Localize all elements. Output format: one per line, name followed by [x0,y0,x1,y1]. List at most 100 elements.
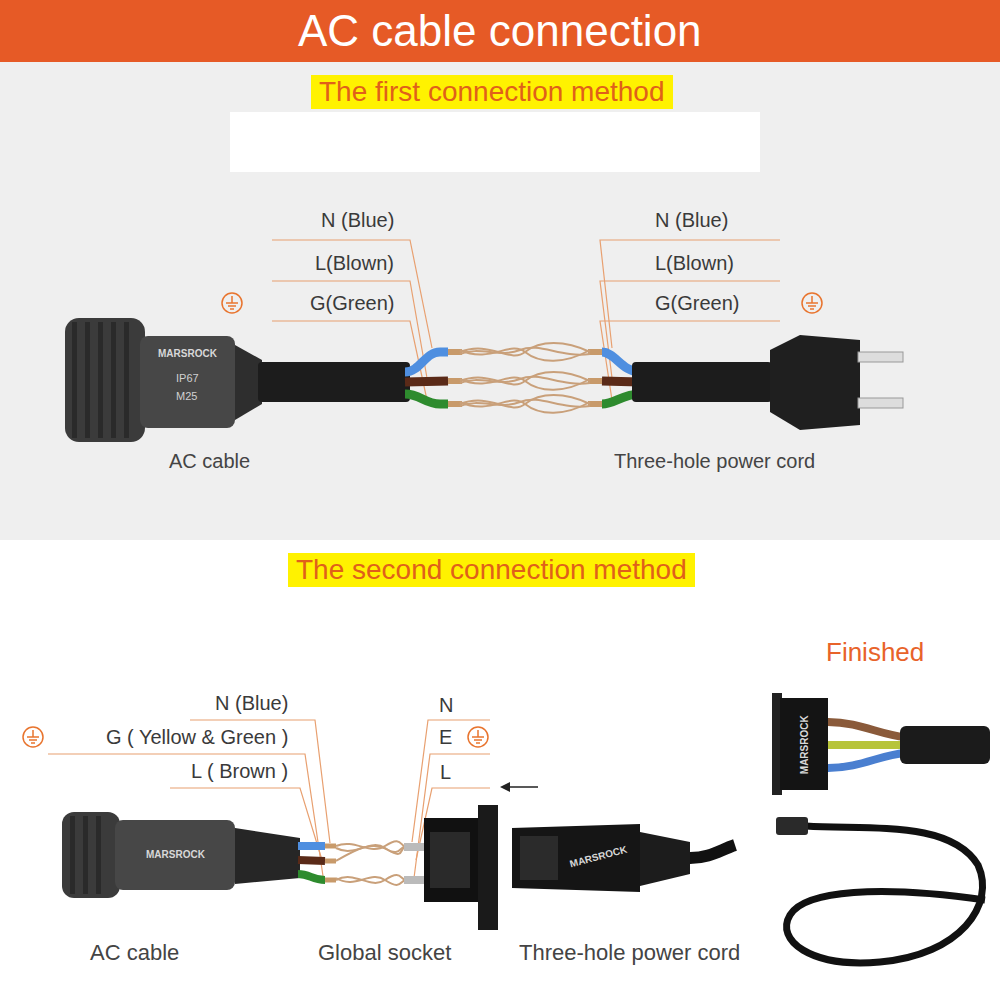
plug-body [770,335,860,430]
copper-strand [460,348,590,355]
method-heading: The first connection method [319,76,665,108]
blank-panel [230,112,760,172]
copper-strand [336,846,405,861]
brown-wire [298,860,325,861]
ground-bar [29,739,37,741]
upper-ground [0,62,1000,540]
copper-strand [460,400,590,407]
twisted-copper [460,343,590,413]
socket-flange [478,805,498,930]
wire-label: L(Blown) [315,252,394,275]
plug-prong [858,352,903,362]
nut-ridge [96,816,101,894]
ground-circle [802,293,822,313]
cable-loop [787,826,985,963]
brown-wire [405,381,448,382]
part-label: Global socket [318,940,451,965]
green-wire [828,741,905,749]
wire-label: N (Blue) [215,692,288,715]
leader-line [600,240,780,348]
power-cord [690,845,735,858]
copper-end [325,859,336,864]
copper-strand [336,845,405,852]
connector-neck [235,828,300,884]
ground-stem [231,296,233,303]
ground-bar [474,739,482,741]
wire-label: G ( Yellow & Green ) [106,726,288,749]
title-text: AC cable connection [298,6,702,57]
cable-jacket [258,362,410,402]
copper-end [448,378,462,384]
ground-bar [230,308,234,310]
copper-strand [460,378,590,390]
wire-label: G(Green) [655,292,739,315]
socket-terminal [404,876,426,884]
ground-bar [476,742,480,744]
wire-label: N (Blue) [321,209,394,232]
ground-symbol [23,727,43,747]
terminal-label: L [440,761,451,784]
nut-ridge [98,322,103,438]
ground-stem [477,730,479,737]
copper-strand [460,349,590,361]
nut-ridge [111,322,116,438]
highlight-band: The first connection method [311,75,673,109]
connector-nut [65,318,145,442]
ground-bar [806,302,818,304]
insert-arrow [508,786,538,788]
watermark: MARSROCK [799,715,811,774]
blue-wire [405,352,448,372]
terminal-label: N [439,694,453,717]
wires [405,352,640,404]
cable-jacket [632,362,772,402]
socket-body [424,818,482,902]
ground-bar [27,736,39,738]
plug-strain-relief [640,832,690,886]
green-wire [298,874,325,880]
connector-body [140,336,235,428]
ground-bar [808,305,816,307]
wires [298,846,325,880]
copper-ends [448,352,602,404]
ground-bar [228,305,236,307]
nut-ridge [70,816,75,894]
ground-circle [23,727,43,747]
green-wire [405,394,448,404]
highlight-band: The second connection method [288,553,695,587]
leader-line [272,240,432,348]
ground-bar [472,736,484,738]
socket-body [780,698,828,790]
ground-bar [31,742,35,744]
ground-symbol [222,293,242,313]
connector-body [115,820,235,890]
copper-end [588,378,602,384]
plug-prong [858,398,903,408]
terminal-label: E [439,726,452,749]
nut-ridge [72,322,77,438]
copper-strand [460,401,590,413]
brown-wire [828,722,905,737]
cable-jacket [900,726,990,764]
watermark: MARSROCK [569,844,629,870]
nut-ridge [83,816,88,894]
ground-stem [32,730,34,737]
wires [828,722,905,768]
copper-end [325,878,336,883]
watermark: MARSROCK [146,849,205,861]
molded-mark: M25 [176,390,197,403]
copper-end [325,844,336,849]
copper-strand [336,877,405,885]
copper-end [588,349,602,355]
socket-inner [430,832,470,888]
ground-circle [222,293,242,313]
plug-face [520,836,558,880]
copper-end [588,401,602,407]
wire-label: L(Blown) [655,252,734,275]
wire-label: G(Green) [310,292,394,315]
title-band [0,0,1000,62]
plug-body [512,824,640,892]
finished-heading: Finished [826,638,924,668]
molded-mark: IP67 [176,372,199,385]
ground-circle [468,727,488,747]
ground-symbol [802,293,822,313]
